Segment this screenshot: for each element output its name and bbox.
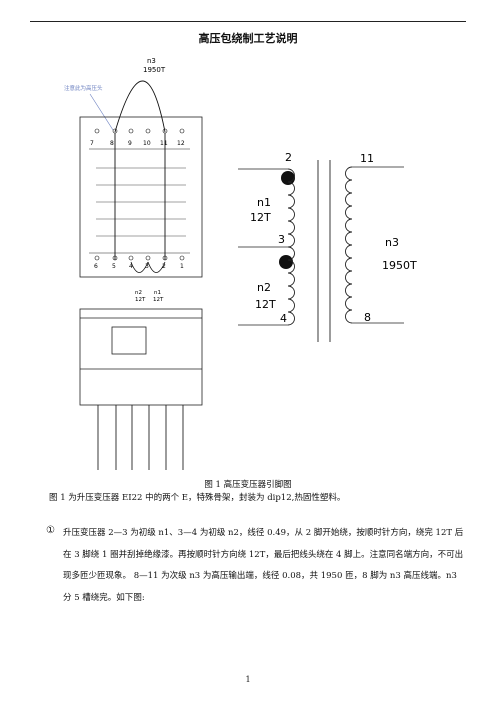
top-pin-numbers: 7 8 9 10 11 12 bbox=[90, 140, 185, 147]
sch-pin-11: 11 bbox=[360, 152, 374, 165]
primary-coil-n1 bbox=[287, 168, 295, 248]
secondary-coil-n3 bbox=[345, 166, 353, 324]
sch-n3-label: n3 bbox=[385, 236, 399, 249]
bottom-pin-circles bbox=[94, 255, 185, 261]
pin-4: 4 bbox=[129, 263, 133, 270]
sch-pin-3: 3 bbox=[278, 233, 285, 246]
primary-coil-n2 bbox=[287, 246, 295, 326]
n3-top-label: n3 bbox=[147, 57, 156, 65]
n2-bottom-turns: 12T bbox=[135, 297, 146, 303]
page-title: 高压包绕制工艺说明 bbox=[198, 32, 298, 45]
n1-arc bbox=[147, 261, 166, 273]
polarity-dot-n2 bbox=[279, 255, 293, 269]
pin-1: 1 bbox=[180, 263, 184, 270]
high-voltage-note: 注意此为高压头 bbox=[64, 84, 103, 92]
pin-2: 2 bbox=[162, 263, 166, 270]
paragraph-2: 升压变压器 2—3 为初级 n1、3—4 为初级 n2，线径 0.49，从 2 … bbox=[63, 528, 464, 603]
sch-n2-turns: 12T bbox=[255, 298, 276, 311]
paragraph-1: 图 1 为升压变压器 EI22 中的两个 E，特殊骨架，封装为 dip12,热固… bbox=[49, 493, 346, 503]
n1-bottom-turns: 12T bbox=[153, 297, 164, 303]
pin-9: 9 bbox=[128, 140, 132, 147]
note-pointer bbox=[89, 93, 114, 131]
n2-arc bbox=[130, 261, 149, 273]
sch-pin-8: 8 bbox=[364, 311, 371, 324]
pin-12: 12 bbox=[177, 140, 185, 147]
sch-pin-2: 2 bbox=[285, 151, 292, 164]
bottom-pin-numbers: 6 5 4 3 2 1 bbox=[94, 263, 184, 270]
header-rule bbox=[30, 21, 466, 22]
page-number: 1 bbox=[245, 675, 251, 684]
sch-n1-label: n1 bbox=[257, 196, 271, 209]
figure-caption: 图 1 高压变压器引脚图 bbox=[204, 480, 292, 490]
pin-diagram: n3 1950T 注意此为高压头 7 8 9 10 11 12 bbox=[64, 57, 417, 470]
winding-lines bbox=[96, 167, 186, 237]
pin-5: 5 bbox=[112, 263, 116, 270]
n3-top-turns: 1950T bbox=[143, 66, 166, 74]
n3-arc bbox=[114, 80, 166, 133]
polarity-dot-n1 bbox=[281, 171, 295, 185]
pin-8: 8 bbox=[110, 140, 114, 147]
sch-n2-label: n2 bbox=[257, 281, 271, 294]
pin-10: 10 bbox=[143, 140, 151, 147]
schematic: 2 3 4 n1 12T n2 12T 11 8 n3 1950T bbox=[238, 151, 417, 342]
pin-3: 3 bbox=[145, 263, 149, 270]
sch-n3-turns: 1950T bbox=[382, 259, 417, 272]
pin-7: 7 bbox=[90, 140, 94, 147]
pin-6: 6 bbox=[94, 263, 98, 270]
package-body bbox=[79, 308, 203, 406]
pin-11: 11 bbox=[160, 140, 168, 147]
sch-pin-4: 4 bbox=[280, 312, 287, 325]
bobbin-outline bbox=[79, 116, 203, 278]
package-leads bbox=[97, 405, 184, 470]
n2-bottom-label: n2 bbox=[135, 290, 142, 296]
sch-n1-turns: 12T bbox=[250, 211, 271, 224]
n1-bottom-label: n1 bbox=[154, 290, 161, 296]
top-pin-circles bbox=[94, 128, 185, 134]
bullet-symbol: ① bbox=[46, 525, 55, 536]
